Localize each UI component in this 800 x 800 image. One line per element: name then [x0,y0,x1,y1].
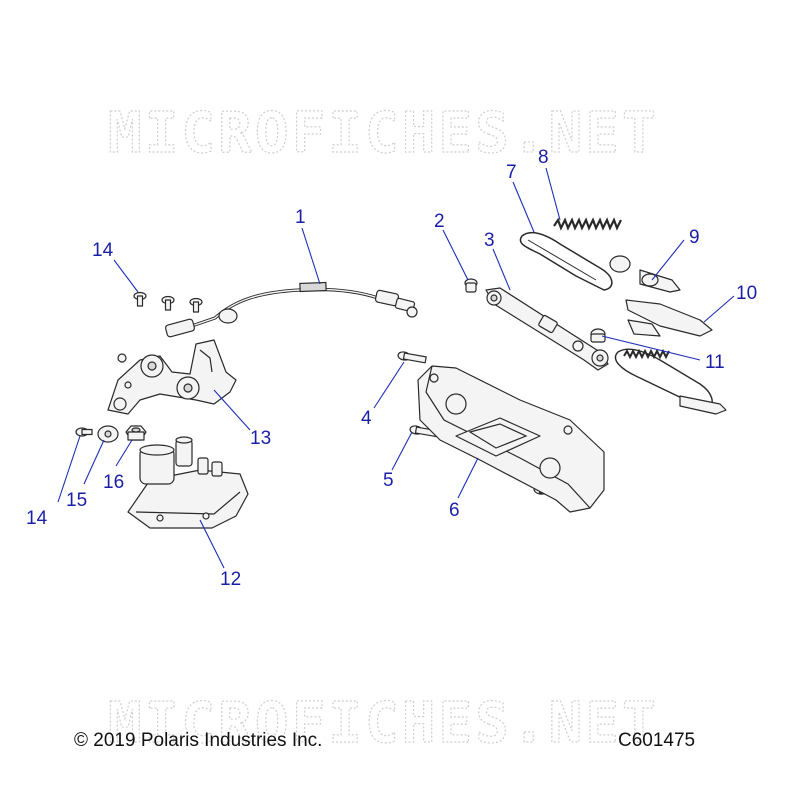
callout-14-lower: 14 [26,508,48,529]
copyright-text: © 2019 Polaris Industries Inc. [74,730,323,751]
callout-7: 7 [506,162,517,183]
spring-assembly [614,348,727,415]
callout-9: 9 [689,227,700,248]
shift-link [485,287,609,371]
callout-2: 2 [434,211,445,232]
small-hardware [75,425,147,443]
shift-actuator [127,436,249,529]
callout-13: 13 [250,428,271,449]
clevis [609,255,681,293]
watermark-top: MICROFICHES.NET [108,101,659,166]
lever [625,299,713,337]
leader-lines [57,167,735,569]
spring-clip [519,232,613,291]
callout-4: 4 [361,408,372,429]
screws-upper-left [133,291,203,313]
callout-14-upper: 14 [92,240,114,261]
diagram-code: C601475 [618,730,696,751]
callout-12: 12 [220,569,241,590]
callout-11: 11 [705,352,725,373]
shift-cable [164,281,418,338]
callout-8: 8 [538,147,549,168]
shift-bracket [107,339,237,415]
callout-3: 3 [484,230,495,251]
watermark-bottom: MICROFICHES.NET [108,691,659,756]
callout-16: 16 [103,472,124,493]
screw-2 [464,278,478,293]
callouts: 1 2 3 4 5 6 7 8 9 10 11 12 13 14 14 15 1… [26,147,757,590]
callout-15: 15 [66,490,87,511]
callout-5: 5 [383,470,394,491]
fitting-11 [590,328,606,343]
callout-10: 10 [736,283,757,304]
callout-6: 6 [449,500,460,521]
callout-1: 1 [295,207,306,228]
mounting-plate [417,365,605,513]
spring-8 [553,217,622,231]
